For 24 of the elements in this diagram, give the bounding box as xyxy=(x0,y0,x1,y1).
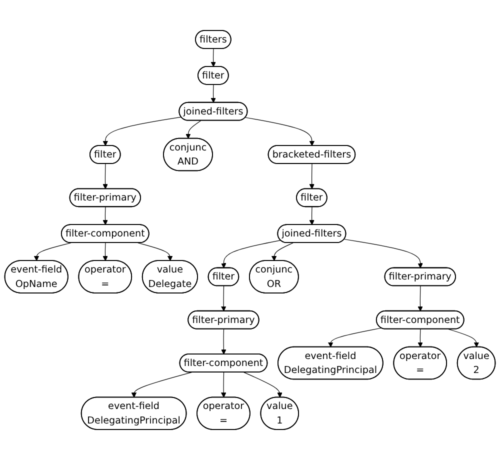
arrow xyxy=(210,48,216,67)
arrow xyxy=(245,117,315,146)
arrow xyxy=(448,328,480,348)
arrow xyxy=(131,372,192,398)
arrow xyxy=(328,328,382,348)
arrow xyxy=(34,242,72,262)
arrow xyxy=(244,372,282,398)
arrow xyxy=(102,242,108,262)
arrow xyxy=(309,206,314,226)
arrow xyxy=(220,372,226,398)
arrow xyxy=(102,164,108,190)
arrow xyxy=(102,116,182,146)
arrow xyxy=(186,120,202,139)
arrow xyxy=(344,238,423,268)
arrow xyxy=(138,242,173,262)
arrow xyxy=(418,286,423,312)
arrow xyxy=(418,328,423,348)
arrow xyxy=(271,242,294,262)
arrow xyxy=(221,328,226,355)
arrow xyxy=(221,240,281,268)
arrow xyxy=(210,84,216,103)
arrow xyxy=(102,206,108,226)
arrow xyxy=(220,286,226,312)
arrow xyxy=(309,164,314,190)
